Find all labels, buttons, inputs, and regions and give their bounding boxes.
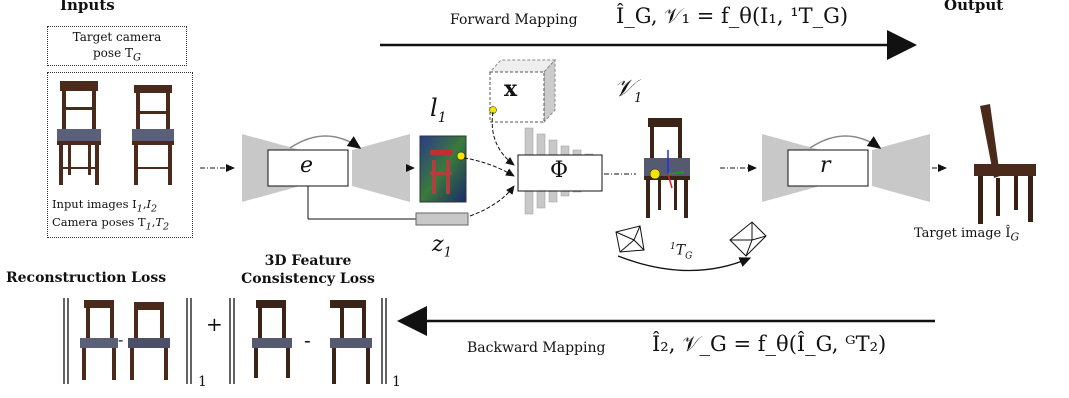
reconstruction-loss-title: Reconstruction Loss [6, 270, 167, 286]
loss-chair-3 [252, 300, 292, 378]
norm-bars-feature [229, 298, 387, 384]
camera-frustum-left [615, 225, 645, 253]
loss-chair-4 [330, 300, 372, 384]
latent-label: z1 [432, 232, 452, 261]
minus-sign-1: - [118, 330, 124, 349]
flow-arrow-feature-phi [463, 157, 515, 177]
input-chair-1 [57, 81, 101, 185]
flow-arrow-point-phi [491, 111, 515, 166]
backward-equation: Î₂, 𝒱_G = f_θ(Î_G, ᴳT₂) [652, 332, 887, 356]
query-point-cube [488, 58, 557, 124]
minus-sign-2: - [304, 328, 311, 352]
loss-chair-2 [128, 302, 170, 380]
target-image-label: Target image ÎG [914, 226, 1020, 244]
camera-frustum-right [729, 221, 767, 257]
feature-loss-title: 3D Feature Consistency Loss [241, 253, 375, 287]
encoder-block [242, 134, 410, 202]
output-chair [974, 104, 1036, 224]
input-chairs [57, 81, 174, 185]
norm-bars-reconstruction [63, 298, 192, 384]
norm-sub-2: 1 [392, 374, 401, 390]
camera-poses-label: Camera poses T1,T2 [52, 215, 170, 233]
norm-sub-1: 1 [198, 374, 207, 390]
feature-map-label: l1 [430, 94, 447, 126]
output-title: Output [944, 0, 1004, 14]
forward-equation: Î_G, 𝒱₁ = f_θ(I₁, ¹T_G) [616, 4, 849, 28]
volume-label: 𝒱1 [614, 74, 643, 106]
renderer-block [762, 134, 930, 202]
mlp-phi-box [517, 154, 603, 192]
relative-pose-arrow [617, 255, 752, 272]
target-pose-line1: Target camera [72, 30, 162, 44]
renderer-label: r [820, 153, 831, 178]
input-chair-2 [132, 85, 174, 185]
loss-chair-1 [80, 300, 118, 380]
target-pose-box: Target camera pose TG [47, 26, 187, 66]
target-pose-line2: pose TG [93, 46, 141, 64]
forward-mapping-label: Forward Mapping [450, 12, 578, 28]
input-images-box: Input images I1,I2 Camera poses T1,T2 [47, 72, 193, 238]
latent-vector [415, 212, 469, 226]
plus-sign: + [206, 312, 223, 336]
encoder-label: e [300, 153, 314, 178]
flow-arrow-latent-phi [469, 185, 515, 217]
feature-map [419, 135, 467, 203]
inputs-title: Inputs [60, 0, 115, 14]
volume-chair [644, 118, 690, 218]
query-point-label: x [504, 76, 518, 102]
mlp-phi-label: Φ [550, 158, 569, 183]
relative-pose-label: 1TG [670, 242, 693, 262]
backward-mapping-label: Backward Mapping [467, 340, 606, 356]
input-images-label: Input images I1,I2 [52, 197, 158, 215]
